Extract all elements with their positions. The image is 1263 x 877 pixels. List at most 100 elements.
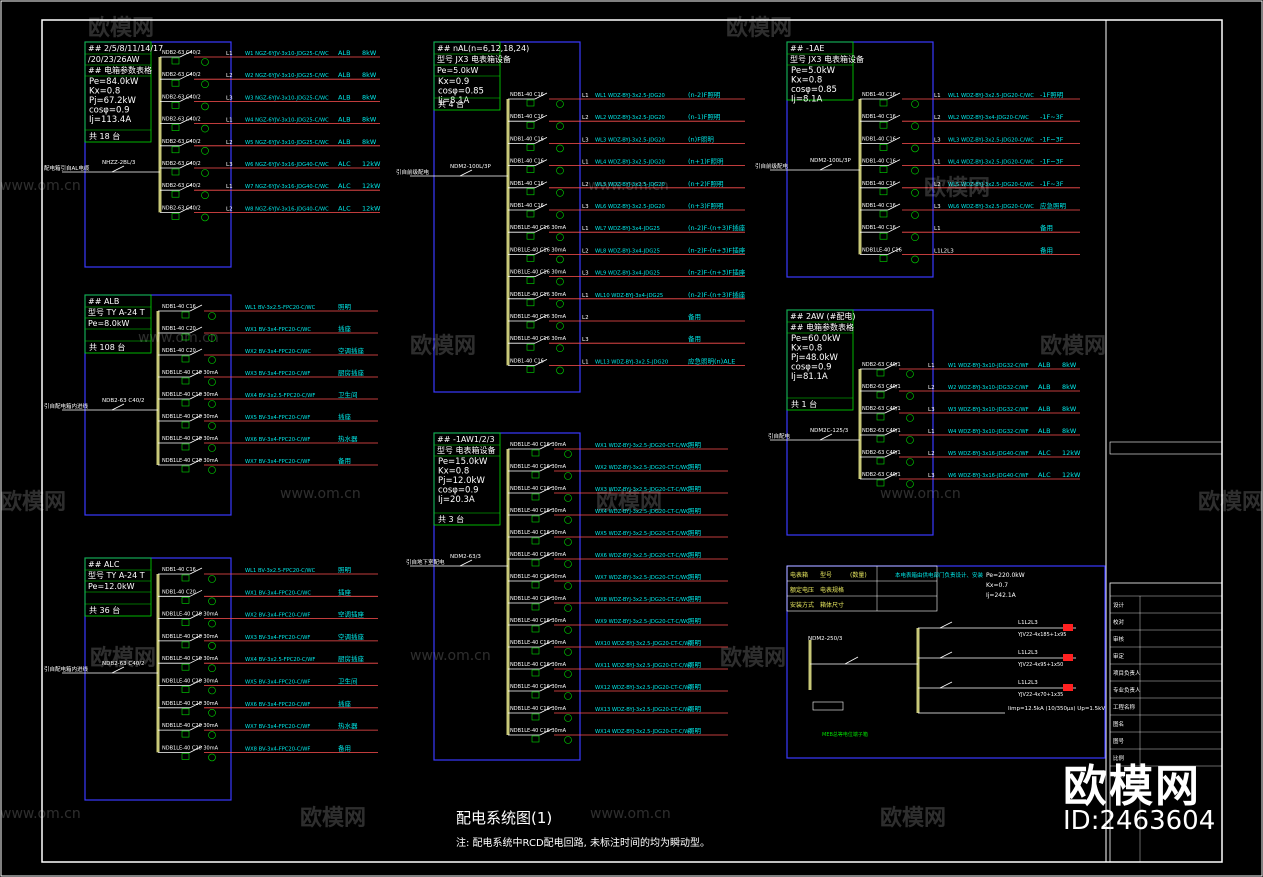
load-label: 备用: [338, 456, 351, 465]
distribution-panel-p4: ## nAL(n=6,12,18,24)型号 JX3 电表箱设备Pe=5.0kW…: [396, 41, 746, 393]
cable-label: WL10 WDZ-BYJ-3x4-JDG25: [595, 293, 663, 299]
branch-switch: [189, 392, 203, 400]
breaker-symbol: [879, 255, 888, 262]
breaker-symbol: [171, 190, 180, 198]
branch-switch: [534, 137, 548, 144]
cable-label: WL6 WDZ-BYJ-3x2.5-JDG20-C/WC: [948, 204, 1034, 210]
load-label: (n)F照明: [688, 135, 714, 143]
breaker-label: NDB2-63 C40/2: [162, 72, 201, 78]
breaker-symbol: [181, 333, 190, 341]
branch-switch: [179, 206, 193, 213]
load-label: -1F~3F: [1040, 158, 1064, 166]
incoming-source-label: 引自配电箱内进线: [44, 402, 89, 410]
breaker-label: NDB1-40 C16: [510, 181, 544, 187]
panel-header-frame: [786, 309, 854, 411]
breaker-symbol: [171, 146, 180, 154]
breaker-label: NDB1LE-40 C16 30mA: [510, 706, 567, 712]
cable-label: WX5 BV-3x4-FPC20-C/WF: [245, 680, 310, 686]
rcd-symbol: [208, 619, 216, 628]
breaker-symbol: [526, 366, 535, 373]
panel-header-line: 型号 TY A-24 T: [88, 571, 145, 580]
branch-switch: [539, 530, 553, 538]
incoming-source-label: 引自配电箱内进线: [44, 665, 89, 673]
breaker-label: NDB2-63 C40/1: [862, 472, 901, 478]
load-label: 照明: [338, 303, 352, 311]
cable-label: WL13 WDZ-BYJ-3x2.5-JDG20: [595, 359, 668, 365]
meter-output-phase: L1L2L3: [1018, 680, 1038, 686]
panel-count: 共 18 台: [89, 131, 120, 141]
branch-switch: [534, 181, 548, 189]
breaker-symbol: [181, 730, 190, 738]
rcd-symbol: [911, 144, 919, 153]
cable-label: WX7 WDZ-BYJ-3x2.5-JDG20-CT-C/WC: [595, 575, 690, 581]
brand-id: ID:2463604: [1063, 806, 1216, 836]
load-kw-label: 12kW: [1062, 449, 1081, 457]
rcd-symbol: [564, 626, 572, 634]
breaker-symbol: [531, 515, 540, 523]
branch-switch: [179, 161, 193, 169]
breaker-label: NDB1-40 C16: [862, 159, 896, 165]
breaker-label: NDB1LE-40 C20 30mA: [162, 414, 219, 420]
drawing-note: 注: 配电系统中RCD配电回路, 未标注时间的均为瞬动型。: [456, 838, 711, 849]
phase-label: L2: [226, 206, 233, 212]
phase-label: L1: [582, 226, 589, 232]
phase-label: L1: [582, 160, 589, 166]
load-label: 备用: [688, 334, 701, 343]
breaker-label: NDB1-40 C16: [162, 567, 196, 573]
breaker-label: NDB1LE-40 C20 30mA: [162, 458, 219, 464]
load-label: 备用: [338, 743, 351, 752]
breaker-label: NDB1-40 C16: [862, 136, 896, 142]
load-label: 卫生间: [338, 677, 358, 686]
phase-label: L3: [582, 137, 589, 143]
panel-param: Pj=67.2kW: [89, 96, 136, 106]
breaker-symbol: [171, 124, 180, 131]
panel-count: 共 3 台: [438, 514, 464, 524]
breaker-label: NDB2-63 C40/2: [162, 94, 201, 100]
panel-frame: [84, 557, 232, 801]
breaker-symbol: [526, 232, 535, 240]
rcd-symbol: [208, 400, 216, 408]
breaker-label: NDB1-40 C16: [510, 136, 544, 142]
rcd-symbol: [556, 100, 564, 108]
breaker-label: NDB1LE-40 C16 30mA: [510, 662, 567, 668]
rcd-symbol: [556, 255, 564, 264]
meter-note: 本电表箱由供电部门负责设计、安装: [895, 571, 984, 579]
cable-label: WX12 WDZ-BYJ-3x2.5-JDG20-CT-C/WC: [595, 685, 693, 691]
breaker-label: NDB1LE-40 C20 30mA: [162, 679, 219, 685]
cable-label: WL5 WDZ-BYJ-3x2.5-JDG20-C/WC: [948, 182, 1034, 188]
load-label: 插座: [338, 699, 352, 708]
branch-switch: [189, 612, 203, 619]
breaker-label: NDB1LE-40 C20 30mA: [162, 612, 219, 618]
panel-frame: [786, 41, 934, 278]
breaker-symbol: [526, 121, 535, 129]
breaker-label: NDB1LE-40 C20 30mA: [162, 701, 219, 707]
rcd-symbol: [564, 714, 572, 722]
breaker-label: NDB1LE-40 C16 30mA: [510, 618, 567, 624]
rcd-symbol: [564, 604, 572, 612]
branch-switch: [887, 203, 901, 211]
load-kw-label: 8kW: [362, 116, 377, 124]
phase-label: L3: [226, 162, 233, 168]
watermark-logo: 欧模网: [1198, 490, 1263, 515]
load-kw-label: 8kW: [362, 71, 377, 79]
phase-label: L1: [934, 226, 941, 232]
watermark-logo: 欧模网: [88, 16, 155, 41]
cable-label: WX2 WDZ-BYJ-3x2.5-JDG20-CT-C/WC: [595, 465, 690, 471]
rcd-symbol: [564, 450, 572, 458]
load-label: ALB: [1038, 361, 1051, 369]
